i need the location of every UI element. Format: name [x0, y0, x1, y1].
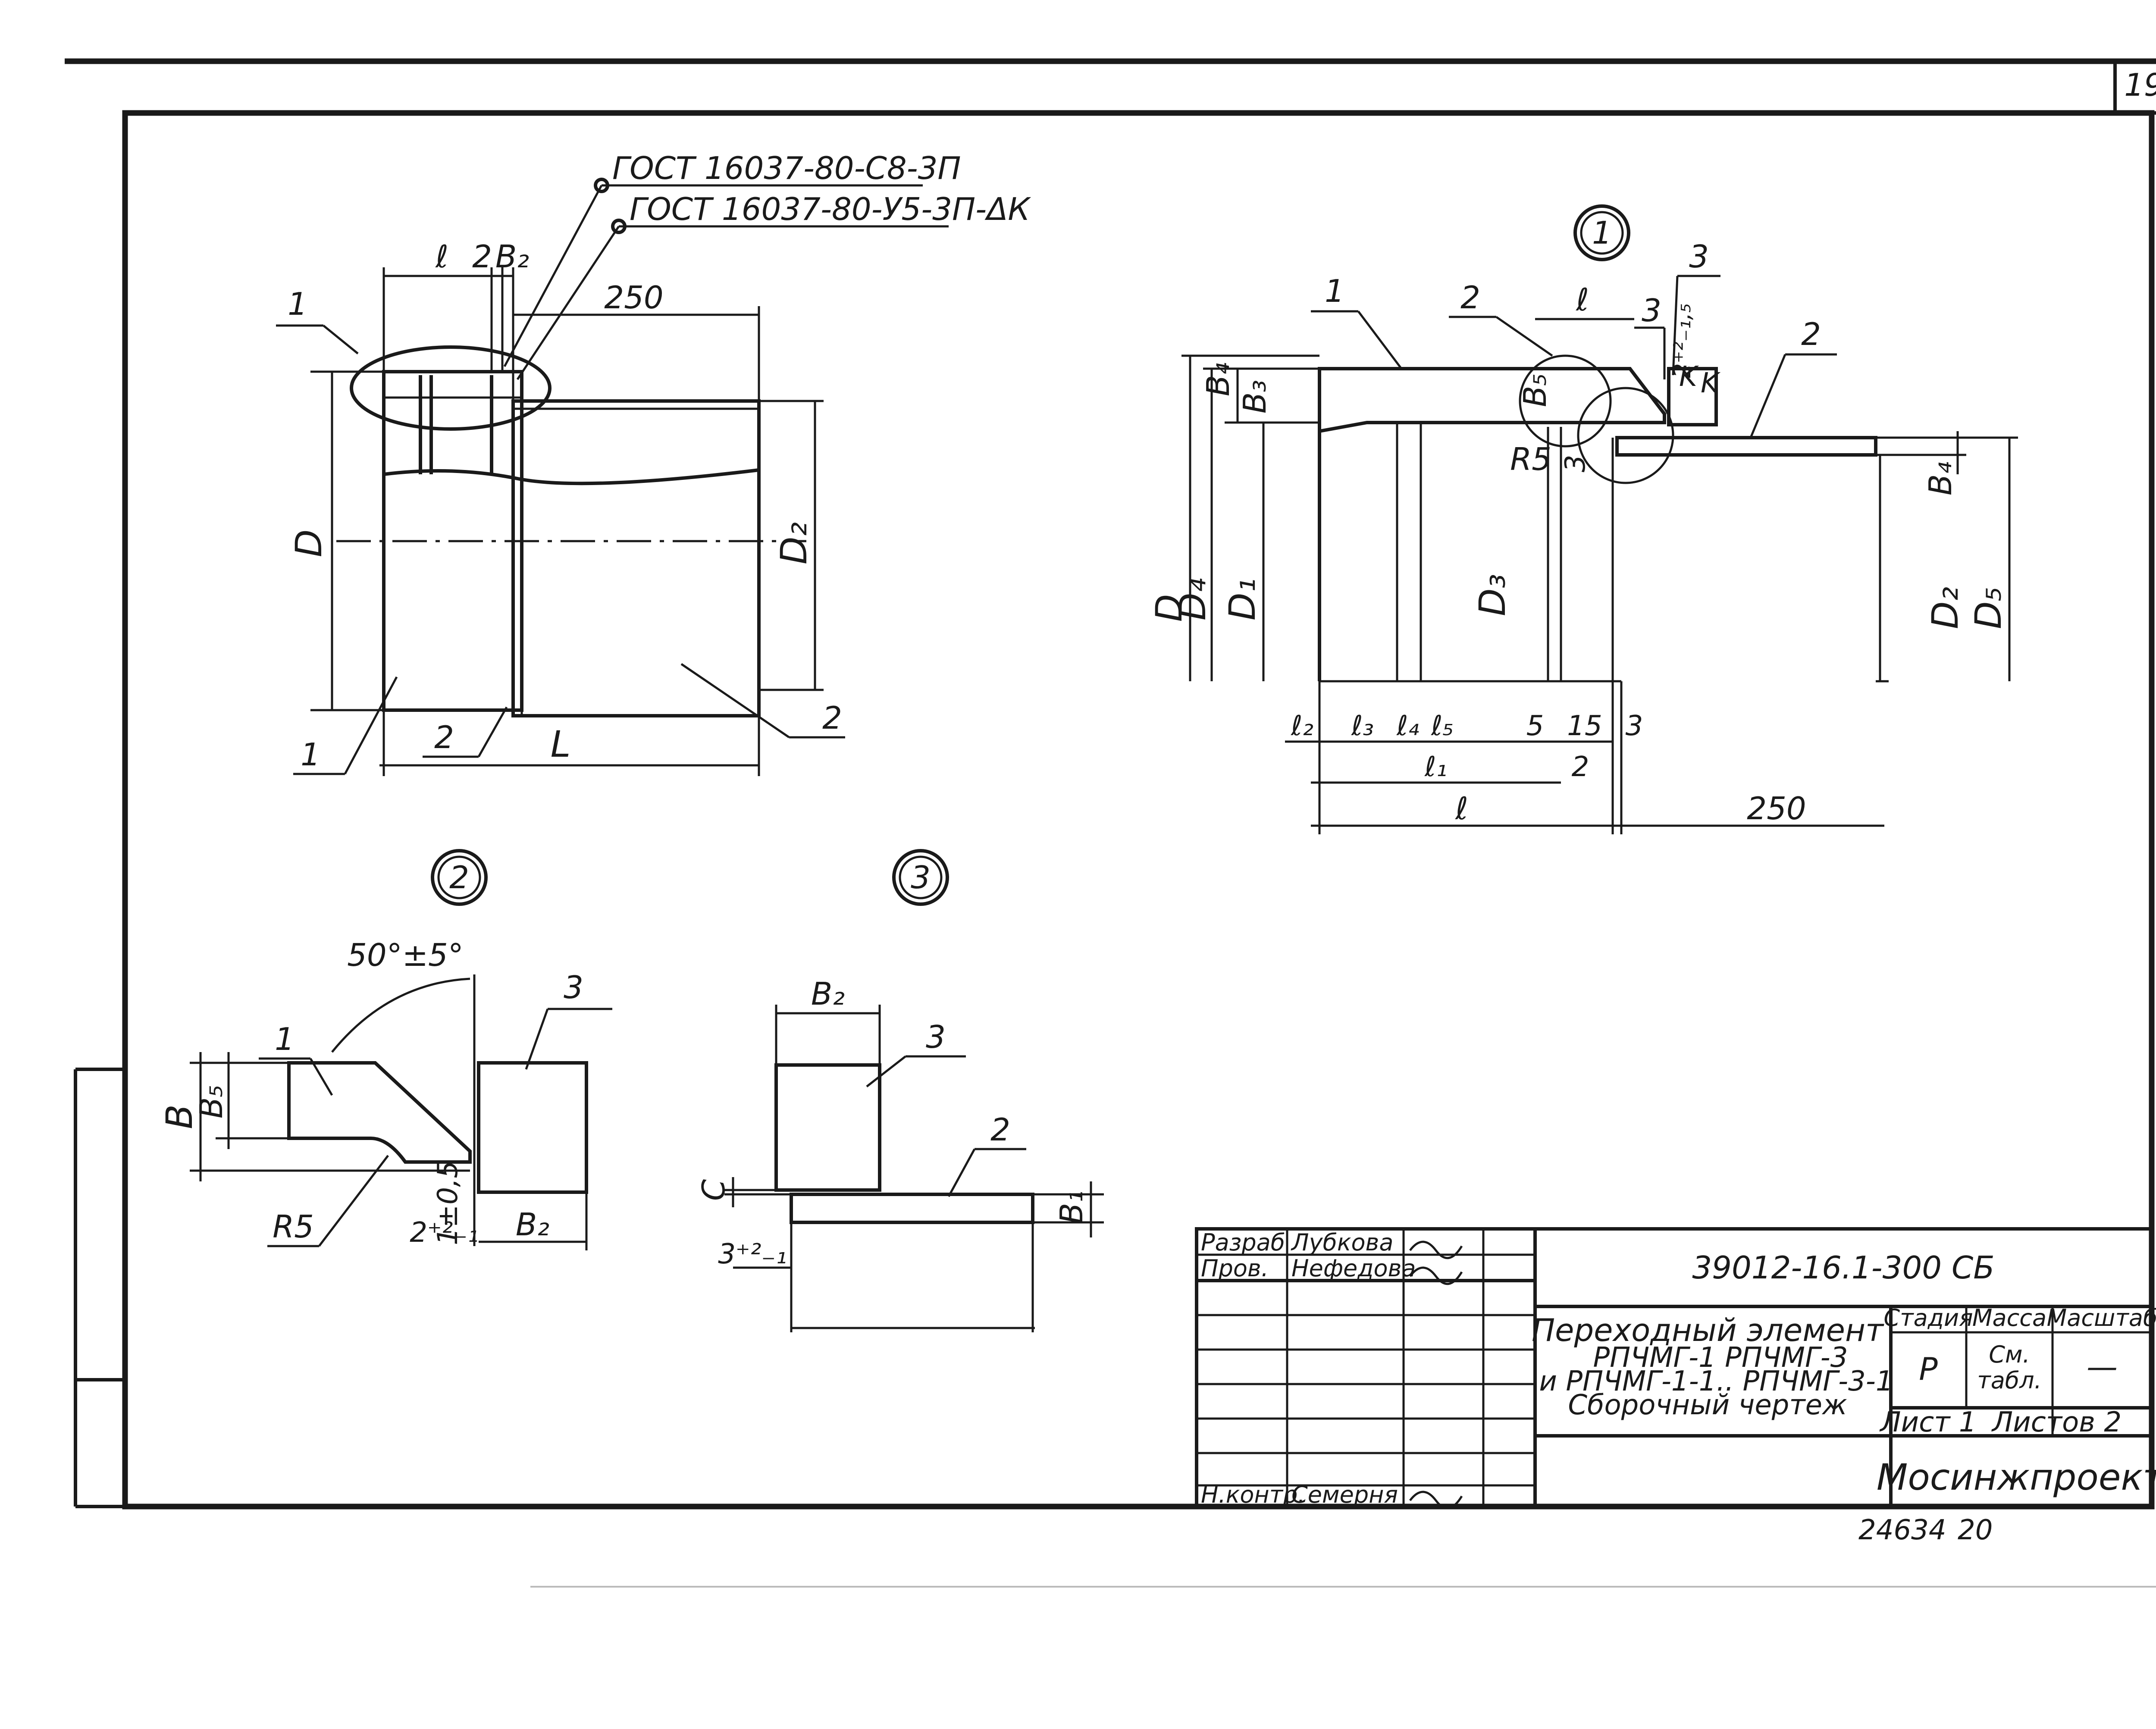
d1-dim-B4-right: B₄: [1922, 462, 1959, 495]
dim-D2: D₂: [773, 522, 815, 564]
d1-dim-l: ℓ: [1454, 790, 1468, 827]
dim-b2: B₂: [495, 238, 529, 275]
sheets-label: Листов 2: [1991, 1406, 2122, 1438]
title-block: Разраб Лубкова Пров. Нефедова Н.контр. С…: [1195, 1227, 2156, 1510]
d1-dim-K: K: [1679, 361, 1699, 393]
main-pos-1-bottom: 1: [301, 736, 320, 773]
dim-L: L: [551, 723, 571, 765]
d1-dim-D1: D₁: [1221, 578, 1263, 620]
d2-pos-3: 3: [564, 969, 583, 1005]
d2-dim-B5: B₅: [193, 1085, 229, 1118]
detail-3: 3 B₂ 3 2 C 3⁺²₋₁ B₁: [696, 849, 1104, 1332]
dim-D: D: [288, 529, 330, 558]
title-line-3: и РПЧМГ-1-1.. РПЧМГ-3-1: [1539, 1366, 1893, 1397]
d3-dim-B2: B₂: [811, 976, 845, 1012]
d1-dim-D5: D₅: [1967, 587, 2009, 629]
weld-callout-2: ГОСТ 16037-80-У5-3П-ΔК: [630, 191, 1031, 227]
d1-dim-15: 15: [1567, 710, 1602, 742]
tb-role-3: Н.контр.: [1201, 1481, 1305, 1508]
d1-dim-3b: 3: [1626, 710, 1643, 742]
d3-pos-3: 3: [926, 1019, 946, 1055]
d3-dim-C: C: [696, 1179, 732, 1201]
val-scale: —: [2087, 1349, 2118, 1385]
signature-2: [1409, 1266, 1463, 1285]
stamp-number-1: 24634: [1858, 1514, 1946, 1546]
d2-dim-B2: B₂: [516, 1206, 549, 1243]
d1-dim-l1: ℓ₁: [1424, 751, 1447, 783]
hdr-scale: Масштаб: [2047, 1304, 2156, 1331]
hdr-stage: Стадия: [1883, 1304, 1973, 1331]
tb-role-1: Разраб: [1201, 1229, 1285, 1256]
detail-1: 1 D D₄ D₁ B₄ B₃ B₅ D₃ R5 3 ℓ: [1148, 204, 2018, 834]
d1-dim-2: 2: [1572, 751, 1589, 783]
d1-dim-3: 3: [1560, 455, 1592, 473]
main-pos-2-left: 2: [434, 719, 454, 755]
d1-dim-D2: D₂: [1924, 587, 1966, 629]
d1-dim-l4: ℓ₄: [1396, 710, 1419, 742]
tb-role-2: Пров.: [1201, 1255, 1269, 1282]
sheet-label: Лист 1: [1879, 1406, 1976, 1438]
title-line-4: Сборочный чертеж: [1568, 1389, 1847, 1421]
d1-dim-B4: B₄: [1200, 363, 1236, 396]
d1-dim-R5: R5: [1510, 441, 1551, 477]
d2-dim-B: B: [158, 1104, 201, 1129]
detail-3-label: 3: [911, 859, 931, 896]
d1-dim-D4: D₄: [1172, 578, 1214, 620]
d3-pos-2: 2: [990, 1112, 1010, 1148]
tb-name-3: Семерня: [1291, 1481, 1398, 1508]
d2-angle: 50°±5°: [347, 937, 464, 973]
d1-pos-3-top: 3: [1689, 238, 1709, 275]
organization: Мосинжпроект: [1877, 1456, 2156, 1498]
d1-dim-B5: B₅: [1517, 373, 1553, 407]
d1-dim-K2: K: [1701, 367, 1721, 399]
detail-2: 2 50°±5° B B₅ 1 3 R5 1±0,5 2⁺²₋₁ B₂: [158, 849, 612, 1250]
d2-dim-gap: 1±0,5: [432, 1161, 464, 1245]
main-pos-2-right: 2: [822, 700, 842, 736]
sheet-frame: 19: [65, 58, 2156, 1588]
dim-2: 2: [472, 238, 492, 275]
d1-pos-1: 1: [1325, 273, 1344, 309]
d1-dim-250: 250: [1747, 790, 1806, 827]
main-view: D D₂ ℓ 2 B₂ 250 L 1 1 2 2: [276, 150, 1031, 776]
val-mass-2: табл.: [1977, 1367, 2042, 1394]
tb-name-1: Лубкова: [1291, 1229, 1393, 1256]
d1-dim-l5: ℓ₅: [1431, 710, 1454, 742]
d1-dim-5: 5: [1526, 710, 1544, 742]
d1-dim-l3: ℓ₃: [1351, 710, 1374, 742]
d1-dim-D: D: [1148, 594, 1190, 622]
d1-dim-l2: ℓ₂: [1291, 710, 1313, 742]
doc-code: 39012-16.1-300 СБ: [1692, 1250, 1994, 1286]
d2-dim-root: 2⁺²₋₁: [410, 1217, 479, 1249]
d1-dim-B3: B₃: [1237, 380, 1273, 413]
d1-dim-D3: D₃: [1471, 574, 1514, 616]
signature-1: [1409, 1240, 1463, 1259]
tb-name-2: Нефедова: [1291, 1255, 1416, 1282]
d1-pos-3: 3: [1642, 292, 1661, 329]
stamp-number-2: 20: [1958, 1514, 1993, 1546]
d1-pos-2-right: 2: [1801, 316, 1821, 352]
d1-dim-l-top: ℓ: [1575, 282, 1589, 318]
signature-3: [1409, 1491, 1463, 1510]
val-mass-1: См.: [1989, 1341, 2030, 1368]
main-pos-1-top: 1: [288, 286, 307, 322]
d3-dim-B1: B₁: [1053, 1190, 1090, 1224]
title-line-1: Переходный элемент: [1532, 1312, 1884, 1348]
page-number: 19: [2124, 67, 2156, 103]
weld-callout-1: ГОСТ 16037-80-С8-3П: [612, 150, 961, 186]
hdr-mass: Масса: [1972, 1304, 2046, 1331]
d3-dim-gap: 3⁺²₋₁: [718, 1238, 787, 1270]
detail-2-label: 2: [449, 859, 469, 896]
d1-pos-2: 2: [1460, 279, 1480, 316]
val-stage: Р: [1919, 1351, 1938, 1387]
dim-250: 250: [604, 279, 663, 316]
detail-1-label: 1: [1592, 215, 1612, 251]
d2-dim-R5: R5: [273, 1209, 314, 1245]
d2-pos-1: 1: [275, 1021, 295, 1057]
title-line-2: РПЧМГ-1 РПЧМГ-3: [1593, 1342, 1848, 1374]
dim-l: ℓ: [435, 238, 448, 275]
